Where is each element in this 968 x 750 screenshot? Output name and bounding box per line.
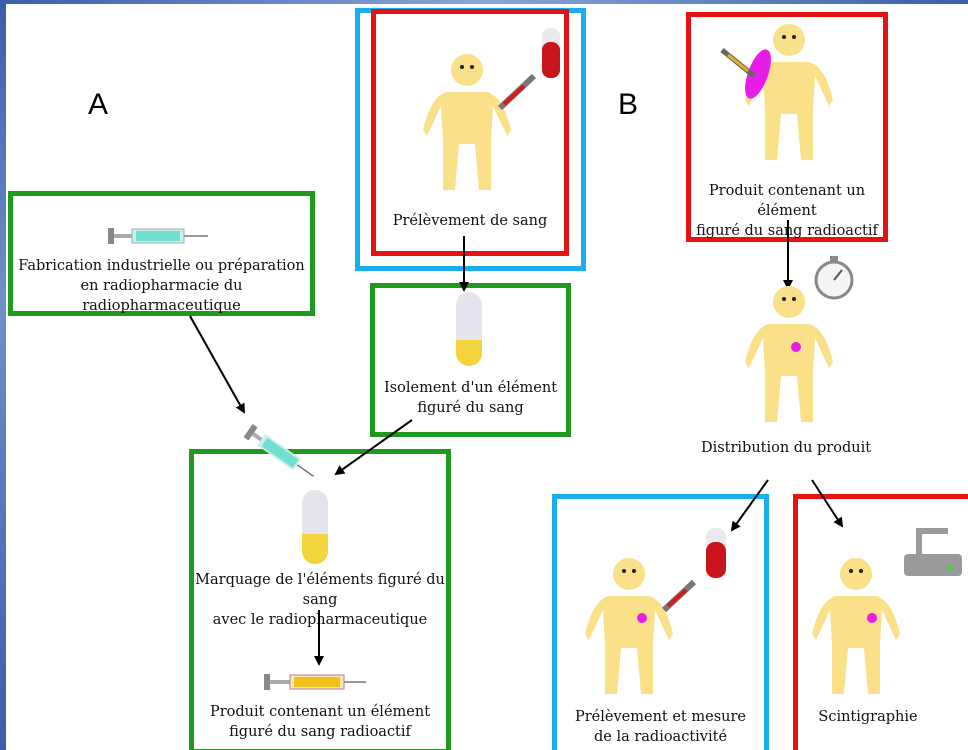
prelevement-mesure-box [552, 494, 769, 750]
diagram-canvas: A B Fabrication industrielle ou préparat… [6, 4, 968, 750]
left-border [0, 0, 6, 750]
syringe-blood-2-icon [661, 579, 697, 613]
patient-distribution-figure [745, 286, 833, 422]
produit-b-caption: Produit contenant un élément figuré du s… [696, 183, 878, 239]
distribution-caption: Distribution du produit [700, 440, 872, 456]
radioactive-spot-2-icon [637, 613, 647, 623]
prelevement-box [371, 9, 569, 256]
arrow-fabrication-to-marquage [189, 315, 245, 414]
blood-tube-2-icon [706, 528, 726, 578]
patient-scan-figure [812, 558, 900, 694]
fabrication-box [8, 191, 315, 316]
fabrication-caption: Fabrication industrielle ou préparation … [18, 258, 305, 314]
scintigraphie-box [793, 494, 968, 750]
isolement-box [370, 283, 571, 437]
arrow-to-prelevement-mesure [730, 479, 769, 532]
diagram-graphics [108, 24, 962, 694]
syringe-blood-icon [497, 73, 537, 111]
radioactive-spot-icon [791, 342, 801, 352]
arrow-isolement-to-marquage [334, 419, 413, 476]
injection-site-icon [745, 49, 771, 99]
scintigraphie-caption: Scintigraphie [818, 709, 918, 725]
panel-b-label: B [618, 88, 639, 121]
radioactive-spot-3-icon [867, 613, 877, 623]
syringe-injection-icon [720, 48, 756, 78]
gamma-camera-icon [904, 528, 962, 576]
tube-icon [456, 292, 482, 366]
syringe-tilted-icon [243, 423, 315, 477]
arrow-to-scintigraphie [811, 479, 844, 528]
prelevement-caption: Prélèvement de sang [392, 213, 548, 229]
panel-a-label: A [88, 88, 109, 121]
syringe-icon [108, 228, 208, 244]
produit-a-caption: Produit contenant un élément figuré du s… [209, 704, 431, 740]
isolement-caption: Isolement d'un élément figuré du sang [383, 380, 558, 416]
top-border [0, 0, 968, 4]
patient-figure [423, 54, 511, 190]
syringe-yellow-icon [264, 674, 366, 690]
stopwatch-icon [814, 256, 854, 300]
blood-tube-icon [542, 28, 560, 78]
marquage-caption: Marquage de l'éléments figuré du sang av… [195, 572, 445, 628]
tube-marquage-icon [302, 490, 328, 564]
prelevement-mesure-caption: Prélèvement et mesure de la radioactivit… [574, 709, 746, 745]
patient-measure-figure [585, 558, 673, 694]
